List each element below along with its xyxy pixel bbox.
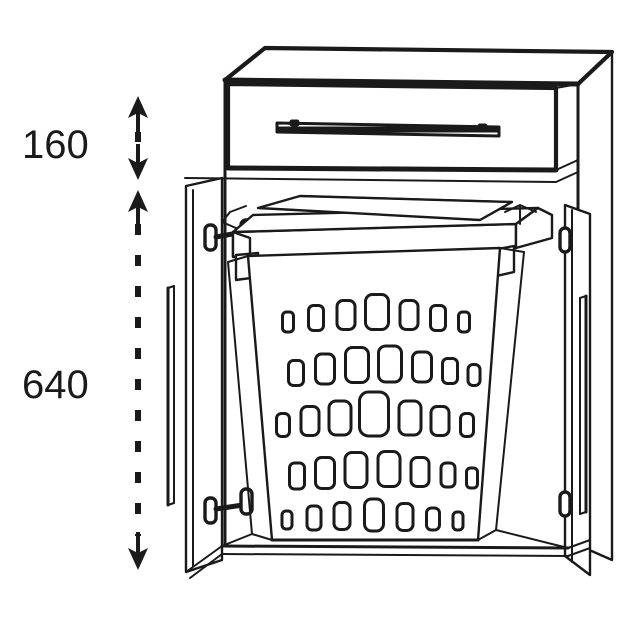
basket-vent-hole — [377, 344, 403, 384]
basket-vent-hole — [314, 456, 336, 490]
dimension-640-arrow-down — [128, 532, 148, 570]
basket-vent-hole — [439, 461, 457, 489]
basket-vent-hole — [288, 461, 306, 491]
drawer-handle-post-left — [289, 119, 300, 127]
right-door[interactable] — [558, 203, 592, 577]
drawer-handle-outline — [275, 121, 501, 138]
basket-vent-hole — [363, 497, 385, 533]
basket-vent-hole — [332, 501, 352, 531]
basket-vent-hole — [305, 504, 323, 532]
basket-vent-hole — [457, 310, 471, 334]
basket-vent-hole — [343, 451, 369, 489]
dimension-160: 160 — [22, 96, 148, 180]
basket-vent-hole — [451, 510, 465, 532]
cabinet-base-right-return — [567, 539, 591, 557]
dimension-160-label: 160 — [22, 123, 89, 167]
basket-vent-hole — [307, 304, 325, 332]
drawer-right-return — [555, 83, 579, 171]
left-door-handle-cap-top — [167, 285, 175, 289]
basket-vent-hole — [280, 509, 294, 531]
basket-vent-row-4 — [288, 450, 479, 491]
basket-vent-row-5 — [280, 497, 465, 533]
drawer-bottom-edge — [225, 165, 559, 173]
basket-vent-hole — [314, 352, 336, 386]
basket-vent-hole — [358, 390, 390, 438]
drawer-handle[interactable] — [275, 119, 501, 138]
pullout-left-tab — [221, 205, 247, 229]
cabinet-base-left-return — [185, 545, 223, 579]
drawer-handle-post-right — [477, 123, 488, 131]
basket-vent-row-2 — [287, 344, 482, 387]
basket-vent-hole — [465, 466, 479, 490]
basket-right-side — [477, 247, 525, 541]
cabinet-base-inner-floor — [221, 529, 569, 549]
right-door-hinge-top — [558, 226, 572, 254]
basket-vent-hole — [281, 310, 295, 334]
basket-vent-hole — [441, 357, 459, 385]
basket-vent-hole — [299, 405, 321, 437]
basket-vent-hole — [327, 399, 353, 437]
basket-vent-row-1 — [281, 293, 471, 334]
right-door-handle[interactable] — [579, 294, 588, 515]
basket-vent-hole — [395, 502, 415, 532]
cabinet-base — [185, 529, 591, 579]
basket-vent-hole — [425, 506, 441, 532]
left-door-panel[interactable] — [184, 176, 224, 574]
basket-vent-hole — [335, 299, 357, 331]
dimension-160-arrow-down — [128, 144, 148, 180]
basket-vent-hole — [398, 299, 420, 331]
cabinet-top-front-edge — [222, 77, 581, 87]
basket-vent-hole — [466, 363, 482, 387]
basket-vent-hole — [409, 456, 431, 488]
left-door[interactable] — [166, 176, 254, 574]
cabinet-base-front-edge-2 — [221, 553, 569, 557]
left-door-handle[interactable] — [166, 285, 175, 507]
basket-vent-hole — [344, 346, 370, 384]
basket-rim-back-edge — [299, 195, 513, 203]
basket-vent-hole — [429, 304, 447, 332]
right-door-handle-cap-top — [579, 295, 587, 299]
basket-vent-hole — [287, 359, 305, 387]
basket-vent-hole — [459, 412, 475, 438]
pullout-rail-right-detail — [504, 204, 537, 225]
dimension-160-arrow-up — [128, 96, 148, 134]
cabinet-shelf-underside — [184, 171, 579, 183]
dimension-640-label: 640 — [22, 363, 89, 407]
basket-vent-hole — [397, 399, 423, 437]
cabinet-base-front-edge — [220, 544, 570, 550]
basket-vent-hole — [364, 293, 390, 331]
drawer[interactable] — [225, 81, 579, 173]
right-door-handle-cap-bottom — [579, 511, 587, 515]
basket-vent-hole — [429, 405, 451, 437]
basket-left-side — [227, 255, 273, 541]
basket-vent-row-3 — [275, 390, 475, 438]
basket-vent-hole — [376, 450, 402, 488]
dimension-640-arrow-up — [128, 190, 148, 226]
laundry-basket[interactable] — [227, 194, 525, 542]
dimension-640: 640 — [22, 190, 148, 570]
basket-vent-hole — [275, 412, 291, 438]
right-door-hinge-bottom — [558, 490, 572, 518]
left-door-handle-cap-bottom — [167, 502, 175, 506]
basket-vent-hole — [411, 350, 433, 384]
